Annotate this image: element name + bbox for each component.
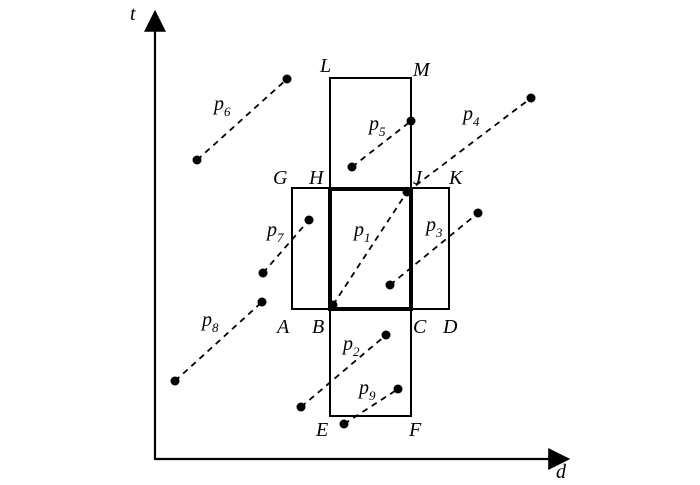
point: [393, 384, 403, 394]
label-H: H: [308, 167, 325, 189]
label-p8: p8: [200, 309, 219, 335]
point: [170, 376, 180, 386]
point: [385, 280, 395, 290]
label-p2: p2: [341, 333, 360, 359]
point: [282, 74, 292, 84]
p6-line: [196, 78, 288, 161]
label-p7: p7: [265, 219, 284, 245]
left-rect-GA: [291, 187, 331, 310]
p1-line: [332, 191, 408, 306]
label-p6: p6: [212, 93, 231, 119]
label-A: A: [275, 316, 290, 338]
label-B: B: [312, 316, 324, 338]
p7-line: [262, 219, 310, 274]
p4-line: [406, 97, 532, 193]
point: [347, 162, 357, 172]
t-axis-label: t: [130, 3, 136, 25]
point: [402, 187, 412, 197]
right-rect-KD: [410, 187, 450, 310]
label-J: J: [413, 167, 423, 189]
label-p5: p5: [367, 113, 386, 139]
central-rect-BJ: [328, 187, 413, 311]
label-p3: p3: [424, 214, 443, 240]
p8-line: [174, 301, 263, 382]
label-E: E: [315, 419, 328, 441]
point: [304, 215, 314, 225]
point: [192, 155, 202, 165]
label-D: D: [442, 316, 458, 338]
p3-line: [389, 212, 479, 286]
label-K: K: [448, 167, 464, 189]
label-L: L: [319, 55, 331, 77]
path-endpoints: [170, 74, 536, 429]
label-M: M: [412, 59, 431, 81]
d-axis-label: d: [556, 461, 567, 483]
point: [406, 116, 416, 126]
label-p4: p4: [461, 103, 480, 129]
label-F: F: [408, 419, 422, 441]
point: [339, 419, 349, 429]
path-lines: [174, 78, 532, 425]
point: [258, 268, 268, 278]
point: [328, 300, 338, 310]
point: [381, 330, 391, 340]
point: [473, 208, 483, 218]
p5-line: [351, 120, 412, 168]
point: [257, 297, 267, 307]
label-p9: p9: [357, 377, 376, 403]
label-p1: p1: [352, 219, 371, 245]
label-C: C: [413, 316, 427, 338]
point: [526, 93, 536, 103]
label-G: G: [273, 167, 288, 189]
point: [296, 402, 306, 412]
p2-line: [300, 334, 387, 408]
